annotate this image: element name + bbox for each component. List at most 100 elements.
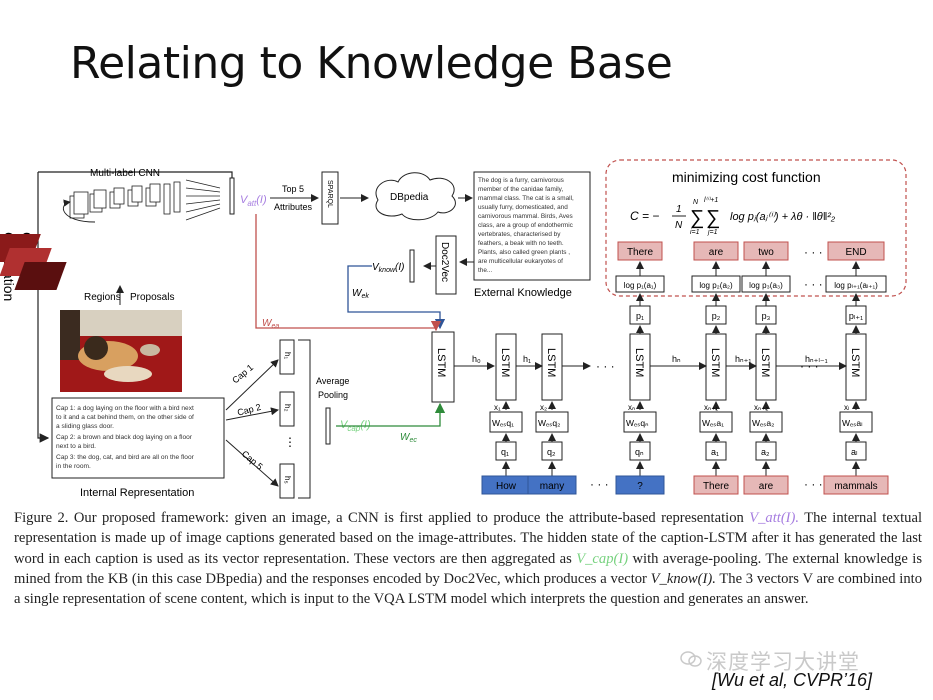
w-input-label: Wₑₛq₂ <box>538 418 560 428</box>
output-word: are <box>709 247 724 258</box>
svg-text:usually furry, domesticated, a: usually furry, domesticated, and <box>478 204 568 211</box>
v-cap-bar <box>325 407 331 445</box>
doc2vec-box <box>435 235 457 295</box>
svg-text:h₂: h₂ <box>283 404 292 412</box>
log-prob-label: log p₂(a₂) <box>699 281 733 290</box>
svg-text:· · ·: · · · <box>804 477 823 491</box>
svg-text:many: many <box>540 481 564 492</box>
region-proposals-stack <box>0 234 67 290</box>
svg-text:i=1: i=1 <box>690 229 700 236</box>
external-knowledge-label: External Knowledge <box>474 287 572 299</box>
w-input-label: Wₑₛa₁ <box>702 418 724 428</box>
lstm-label: LSTM <box>545 348 557 377</box>
sparql-box <box>321 171 339 225</box>
question-word-box: ? <box>615 475 665 495</box>
q-label: aₗ <box>851 447 858 457</box>
svg-text:Cap 2: a brown and black dog l: Cap 2: a brown and black dog laying on a… <box>56 434 193 441</box>
q-label: a₁ <box>711 447 719 457</box>
w-ec-label: Wec <box>400 432 417 444</box>
x-label: xₙ₊₂ <box>754 403 769 412</box>
svg-text:The dog is a furry, carnivorou: The dog is a furry, carnivorous <box>478 177 564 184</box>
svg-text:?: ? <box>637 481 643 492</box>
svg-text:SPARQL: SPARQL <box>326 180 333 208</box>
input-image <box>60 310 182 392</box>
svg-text:l⁽ⁱ⁾+1: l⁽ⁱ⁾+1 <box>704 196 718 204</box>
average-pooling-label-2: Pooling <box>318 390 348 400</box>
svg-text:are multicellular eukaryotes o: are multicellular eukaryotes of <box>478 258 563 265</box>
lstm-step: LSTM x₂ Wₑₛq₂ q₂ <box>535 333 569 476</box>
output-step: p₁ log p₁(a₁) There <box>615 241 665 334</box>
svg-text:log pⱼ(aⱼ⁽ⁱ⁾) + λθ · ‖θ‖²₂: log pⱼ(aⱼ⁽ⁱ⁾) + λθ · ‖θ‖²₂ <box>730 211 836 223</box>
output-word: There <box>627 247 654 258</box>
multilabel-cnn-label: Multi-label CNN <box>90 168 160 179</box>
svg-text:∑: ∑ <box>706 207 720 229</box>
svg-text:carnivorous mammal. Birds, Ave: carnivorous mammal. Birds, Aves <box>478 213 573 220</box>
lstm-label: LSTM <box>709 348 721 377</box>
svg-text:j=1: j=1 <box>707 229 718 236</box>
v-know-label: Vknow(I) <box>372 262 404 274</box>
cnn-fan-lines <box>185 179 221 221</box>
q-label: q₂ <box>547 447 556 457</box>
cap1-label: Cap 1 <box>230 362 255 385</box>
log-prob-label: log p₁(a₁) <box>624 281 657 290</box>
cnn-blocks <box>69 181 181 219</box>
p-label: p₃ <box>762 311 771 321</box>
svg-text:to it and a cat behind them, o: to it and a cat behind them, on the othe… <box>56 414 194 421</box>
dbpedia-label: DBpedia <box>390 192 429 203</box>
svg-text:feathers, a beak with no teeth: feathers, a beak with no teeth. <box>478 240 564 247</box>
svg-text:class, are a group of endother: class, are a group of endothermic <box>478 222 574 229</box>
x-label: xₙ₊₁ <box>704 403 718 412</box>
cap-arrows <box>225 359 279 487</box>
w-ek-label: Wek <box>352 288 369 300</box>
q-label: a₂ <box>761 447 770 457</box>
x-label: xₗ <box>844 403 849 412</box>
svg-text:∑: ∑ <box>690 207 704 229</box>
x-label: x₂ <box>540 403 547 412</box>
p-label: p₂ <box>712 311 721 321</box>
svg-text:· · ·: · · · <box>800 359 819 373</box>
answer-word-box: are <box>743 475 789 495</box>
average-pooling-label: Average <box>316 376 349 386</box>
lstm-label: LSTM <box>499 348 511 377</box>
lstm-step: LSTM xₙ₊₁ Wₑₛa₁ a₁ <box>699 333 733 476</box>
regions-label: Regions <box>84 292 121 303</box>
output-word: two <box>758 247 774 258</box>
external-knowledge-box <box>473 171 591 281</box>
svg-text:hₙ₊₁: hₙ₊₁ <box>735 354 751 364</box>
q-label: qₙ <box>635 447 644 457</box>
w-ea-label: Wea <box>262 318 279 330</box>
svg-text:mammals: mammals <box>834 481 877 492</box>
svg-text:in the room.: in the room. <box>56 463 91 470</box>
svg-text:· · ·: · · · <box>804 245 823 259</box>
output-step: p₂ log p₂(a₂) are <box>691 241 741 334</box>
dbpedia-cloud <box>375 172 456 221</box>
v-att-label: Vatt(I) <box>240 194 267 208</box>
w-input-label: Wₑₛa₂ <box>752 418 774 428</box>
svg-text:member of the canidae family,: member of the canidae family, <box>478 186 563 193</box>
svg-text:the...: the... <box>478 267 492 274</box>
proposals-label: Proposals <box>130 292 174 303</box>
svg-text:vertebrates, characterised by: vertebrates, characterised by <box>478 231 561 238</box>
svg-text:There: There <box>703 481 730 492</box>
slide-title: Relating to Knowledge Base <box>70 38 673 89</box>
figure-caption: Figure 2. Our proposed framework: given … <box>14 510 922 608</box>
init-lstm <box>431 331 455 403</box>
x-label: xₙ <box>628 403 635 412</box>
wechat-icon <box>680 651 702 667</box>
top5-label-2: Attributes <box>274 202 313 212</box>
p-label: pₗ₊₁ <box>849 311 863 321</box>
w-input-label: Wₑₛaₗ <box>842 418 863 428</box>
lstm-label: LSTM <box>633 348 645 377</box>
lstm-label: LSTM <box>849 348 861 377</box>
external-knowledge-text: The dog is a furry, carnivorous member o… <box>478 177 574 274</box>
caption-text-box <box>51 397 225 479</box>
p-label: p₁ <box>636 311 644 321</box>
v-att-bar <box>229 177 235 215</box>
